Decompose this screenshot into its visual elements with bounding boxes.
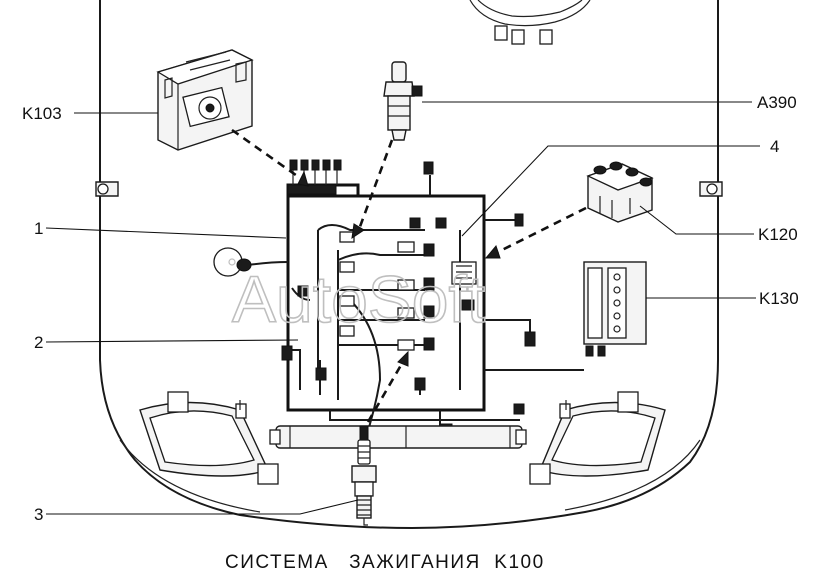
k103-arrowhead [297,170,309,187]
car-body-outline [99,0,719,530]
steering-column [469,0,591,45]
num2-leader [45,339,299,343]
k103-dashed-link [231,128,301,180]
watermark-text: AutoSoft [232,262,485,336]
a390-dashed-link [356,139,394,233]
a390-injector [383,61,423,141]
spark-plug-arrowhead [397,350,409,367]
right-headlight [529,391,666,485]
wiring-harness [247,175,584,441]
k120-leader [639,205,754,235]
label-1: 1 [34,219,43,238]
leader-lines [45,101,760,515]
label-a390: A390 [757,93,797,112]
a390-arrowhead [351,223,365,240]
label-k120: K120 [758,225,798,244]
watermark-mark [228,258,236,266]
k120-dashed-link [493,206,587,256]
num3-leader [46,499,359,515]
label-3: 3 [34,505,43,524]
k120-ignition-coil [586,161,654,223]
num4-leader [461,145,760,237]
side-pins [95,181,723,197]
k130-relay-block [583,261,647,357]
k103-control-unit [156,49,254,151]
label-4: 4 [770,137,779,156]
dashed-connections [231,128,587,423]
k120-arrowhead [484,244,501,259]
label-k103: K103 [22,104,62,123]
left-headlight [139,391,279,485]
num1-leader [45,227,287,239]
left-round-connector [213,247,252,277]
spark-plug-dashed-link [366,359,406,423]
radiator-crossmember [269,425,527,449]
diagram-caption: СИСТЕМА ЗАЖИГАНИЯ K100 [225,552,545,573]
spark-plug [351,425,377,526]
label-2: 2 [34,333,43,352]
label-k130: K130 [759,289,799,308]
